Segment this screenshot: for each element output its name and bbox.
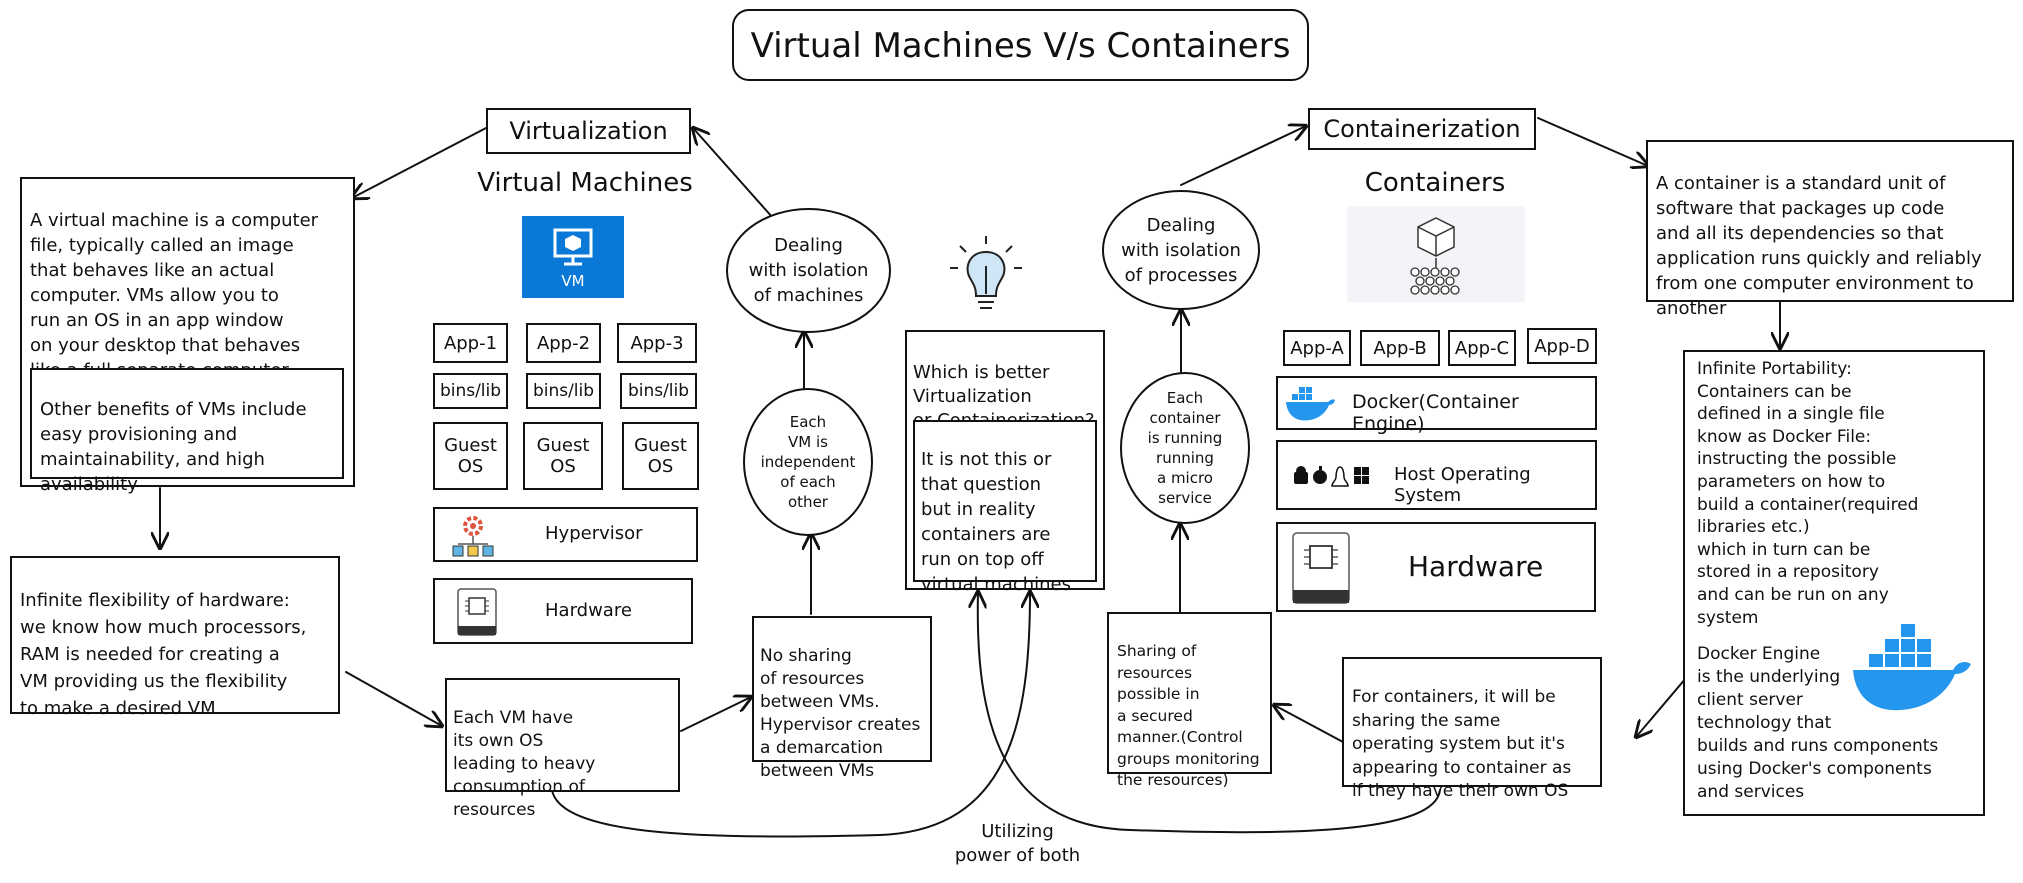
chip-icon-large <box>1292 532 1350 604</box>
app-a-box: App-A <box>1283 330 1351 366</box>
container-hardware-box: Hardware <box>1276 522 1596 612</box>
app-3-box: App-3 <box>617 323 697 363</box>
docker-engine-label: Docker(Container Engine) <box>1352 391 1519 435</box>
docker-engine-box: Docker(Container Engine) <box>1276 376 1597 435</box>
arrow-isolation-to-cont <box>1180 126 1306 186</box>
curve-vm-to-center <box>551 592 1030 838</box>
host-os-box: Host Operating System <box>1276 440 1597 510</box>
portability-box: Infinite Portability: Containers can be … <box>1683 350 1985 816</box>
lightbulb-icon <box>950 236 1022 309</box>
container-definition-box: A container is a standard unit of softwa… <box>1646 140 2014 319</box>
arrow-flex-to-ownos <box>345 671 442 726</box>
sharing-os-text: For containers, it will be sharing the s… <box>1352 687 1572 801</box>
guest-os-1-box: Guest OS <box>433 422 508 490</box>
bins-lib-3-box: bins/lib <box>620 373 697 409</box>
no-sharing-box: No sharing of resources between VMs. Hyp… <box>752 616 932 781</box>
app-1-box: App-1 <box>433 323 508 363</box>
vm-monitor-icon: VM <box>522 216 624 298</box>
containerization-label: Containerization <box>1308 108 1536 150</box>
vm-definition-text: A virtual machine is a computer file, ty… <box>30 210 319 381</box>
app-d-box: App-D <box>1527 328 1597 364</box>
bins-lib-2-box: bins/lib <box>526 373 601 409</box>
hypervisor-label: Hypervisor <box>545 523 643 544</box>
sharing-resources-box: Sharing of resources possible in a secur… <box>1107 612 1272 789</box>
app-c-box: App-C <box>1448 330 1516 366</box>
containers-heading: Containers <box>1364 168 1506 198</box>
container-definition-text: A container is a standard unit of softwa… <box>1656 173 1982 319</box>
guest-os-3-box: Guest OS <box>622 422 699 490</box>
containers-cube-icon <box>1347 206 1525 302</box>
virtual-machines-heading: Virtual Machines <box>477 168 693 198</box>
vm-benefits-box: Other benefits of VMs include easy provi… <box>30 368 344 495</box>
docker-whale-small-icon <box>1286 387 1335 421</box>
flexibility-text: Infinite flexibility of hardware: we kno… <box>20 590 307 719</box>
docker-engine-text: Docker Engine is the underlying client s… <box>1697 644 1939 803</box>
own-os-text: Each VM have its own OS leading to heavy… <box>453 708 596 820</box>
chip-icon <box>457 588 497 636</box>
virtualization-label: Virtualization <box>486 108 691 154</box>
vm-independent-ellipse: Each VM is independent of each other <box>743 388 873 536</box>
title-frame <box>732 9 1309 81</box>
utilizing-label: Utilizing power of both <box>954 821 1081 866</box>
container-isolation-ellipse: Dealing with isolation of processes <box>1102 190 1260 310</box>
arrow-isolation-to-virt <box>693 128 774 219</box>
vm-icon-label: VM <box>561 272 585 290</box>
arrow-virt-to-definition <box>352 127 487 198</box>
micro-service-ellipse: Each container is running running a micr… <box>1120 372 1250 524</box>
docker-whale-icon <box>1853 624 1971 711</box>
bins-lib-1-box: bins/lib <box>433 373 508 409</box>
app-2-box: App-2 <box>526 323 601 363</box>
gear-network-icon <box>452 516 494 557</box>
os-logos-icon <box>1294 466 1369 487</box>
curve-container-to-center <box>978 592 1441 834</box>
arrow-cont-to-definition <box>1537 117 1648 166</box>
page-title: Virtual Machines V/s Containers <box>750 26 1291 66</box>
hypervisor-box: Hypervisor <box>433 507 698 562</box>
sharing-resources-text: Sharing of resources possible in a secur… <box>1117 642 1260 789</box>
no-sharing-text: No sharing of resources between VMs. Hyp… <box>760 646 921 781</box>
host-os-label: Host Operating System <box>1394 464 1531 506</box>
app-b-box: App-B <box>1360 330 1440 366</box>
portability-text: Infinite Portability: Containers can be … <box>1697 359 1919 628</box>
arrow-port-to-sharingos <box>1636 677 1687 737</box>
answer-box: It is not this or that question but in r… <box>913 420 1097 595</box>
flexibility-box: Infinite flexibility of hardware: we kno… <box>10 556 340 719</box>
container-hardware-label: Hardware <box>1408 550 1544 583</box>
vm-isolation-ellipse: Dealing with isolation of machines <box>726 208 891 333</box>
own-os-box: Each VM have its own OS leading to heavy… <box>445 678 680 820</box>
arrow-ownos-to-nosharing <box>680 697 751 732</box>
answer-text: It is not this or that question but in r… <box>921 449 1072 595</box>
arrow-sharingos-to-resources <box>1274 705 1344 743</box>
guest-os-2-box: Guest OS <box>523 422 603 490</box>
vm-hardware-label: Hardware <box>545 600 632 621</box>
vm-benefits-text: Other benefits of VMs include easy provi… <box>40 399 307 495</box>
sharing-os-box: For containers, it will be sharing the s… <box>1342 657 1602 801</box>
vm-hardware-box: Hardware <box>433 578 693 644</box>
